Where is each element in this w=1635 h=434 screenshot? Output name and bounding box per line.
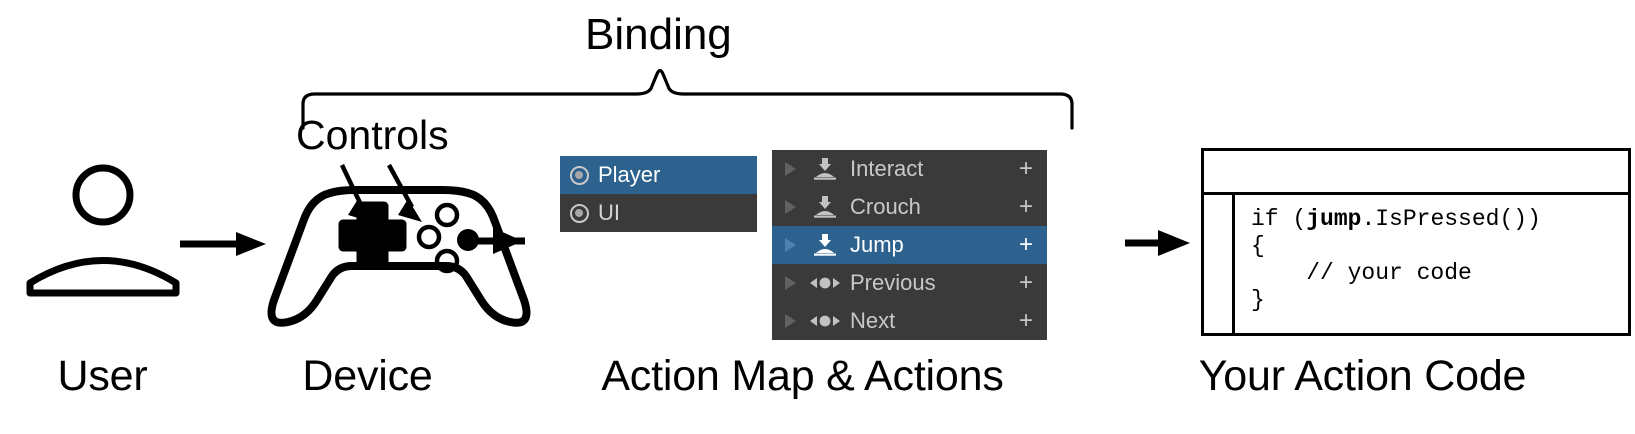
axis-action-icon (810, 313, 840, 329)
user-icon (26, 164, 180, 297)
code-editor[interactable]: if (jump.IsPressed()) { // your code } (1235, 195, 1541, 333)
action-row-label: Interact (850, 156, 924, 181)
action-map-item-player[interactable]: Player (560, 156, 757, 194)
arrow-user-to-device (180, 232, 266, 256)
foldout-arrow-icon[interactable] (776, 276, 804, 290)
controls-label: Controls (296, 112, 449, 158)
action-row-label: Jump (850, 232, 904, 257)
foldout-arrow-icon[interactable] (776, 314, 804, 328)
caption-your-action-code: Your Action Code (1198, 352, 1527, 400)
action-row-label: Crouch (850, 194, 921, 219)
add-binding-button[interactable]: + (1018, 307, 1033, 334)
action-row-crouch[interactable]: Crouch + (772, 188, 1047, 226)
code-gutter (1204, 195, 1235, 333)
code-line-2: { (1251, 233, 1265, 259)
add-binding-button[interactable]: + (1018, 193, 1033, 220)
caption-device: Device (302, 352, 433, 400)
foldout-arrow-icon[interactable] (776, 238, 804, 252)
arrow-actions-to-code (1125, 230, 1190, 256)
button-action-icon (810, 234, 840, 256)
action-row-next[interactable]: Next + (772, 302, 1047, 340)
code-window: if (jump.IsPressed()) { // your code } (1201, 148, 1631, 336)
gamepad-icon (267, 186, 531, 327)
code-window-titlebar (1204, 151, 1628, 195)
axis-action-icon (810, 275, 840, 291)
caption-user: User (57, 352, 148, 400)
button-action-icon (810, 196, 840, 218)
controls-arrows (339, 163, 422, 222)
code-window-body: if (jump.IsPressed()) { // your code } (1204, 195, 1628, 333)
add-binding-button[interactable]: + (1018, 155, 1033, 182)
code-line-1-prefix: if ( (1251, 206, 1307, 232)
action-row-interact[interactable]: Interact + (772, 150, 1047, 188)
action-map-icon (570, 203, 589, 223)
code-line-1-bold: jump (1306, 206, 1362, 232)
code-line-3: // your code (1251, 260, 1472, 286)
action-map-icon (570, 165, 589, 185)
action-row-label: Next (850, 308, 896, 333)
button-action-icon (810, 158, 840, 180)
action-map-item-ui[interactable]: UI (560, 194, 757, 232)
foldout-arrow-icon[interactable] (776, 200, 804, 214)
add-binding-button[interactable]: + (1018, 269, 1033, 296)
action-map-panel: Player UI (560, 156, 757, 232)
code-line-1-suffix: .IsPressed()) (1361, 206, 1541, 232)
action-map-item-label: UI (598, 200, 620, 225)
action-map-item-label: Player (598, 162, 661, 187)
arrow-device-to-actions (468, 228, 525, 254)
action-row-jump[interactable]: Jump + (772, 226, 1047, 264)
binding-label: Binding (585, 10, 732, 59)
add-binding-button[interactable]: + (1018, 231, 1033, 258)
action-row-previous[interactable]: Previous + (772, 264, 1047, 302)
caption-action-map-and-actions: Action Map & Actions (601, 352, 1004, 400)
code-line-4: } (1251, 287, 1265, 313)
actions-panel: Interact + Crouch + (772, 150, 1047, 340)
foldout-arrow-icon[interactable] (776, 162, 804, 176)
action-row-label: Previous (850, 270, 936, 295)
